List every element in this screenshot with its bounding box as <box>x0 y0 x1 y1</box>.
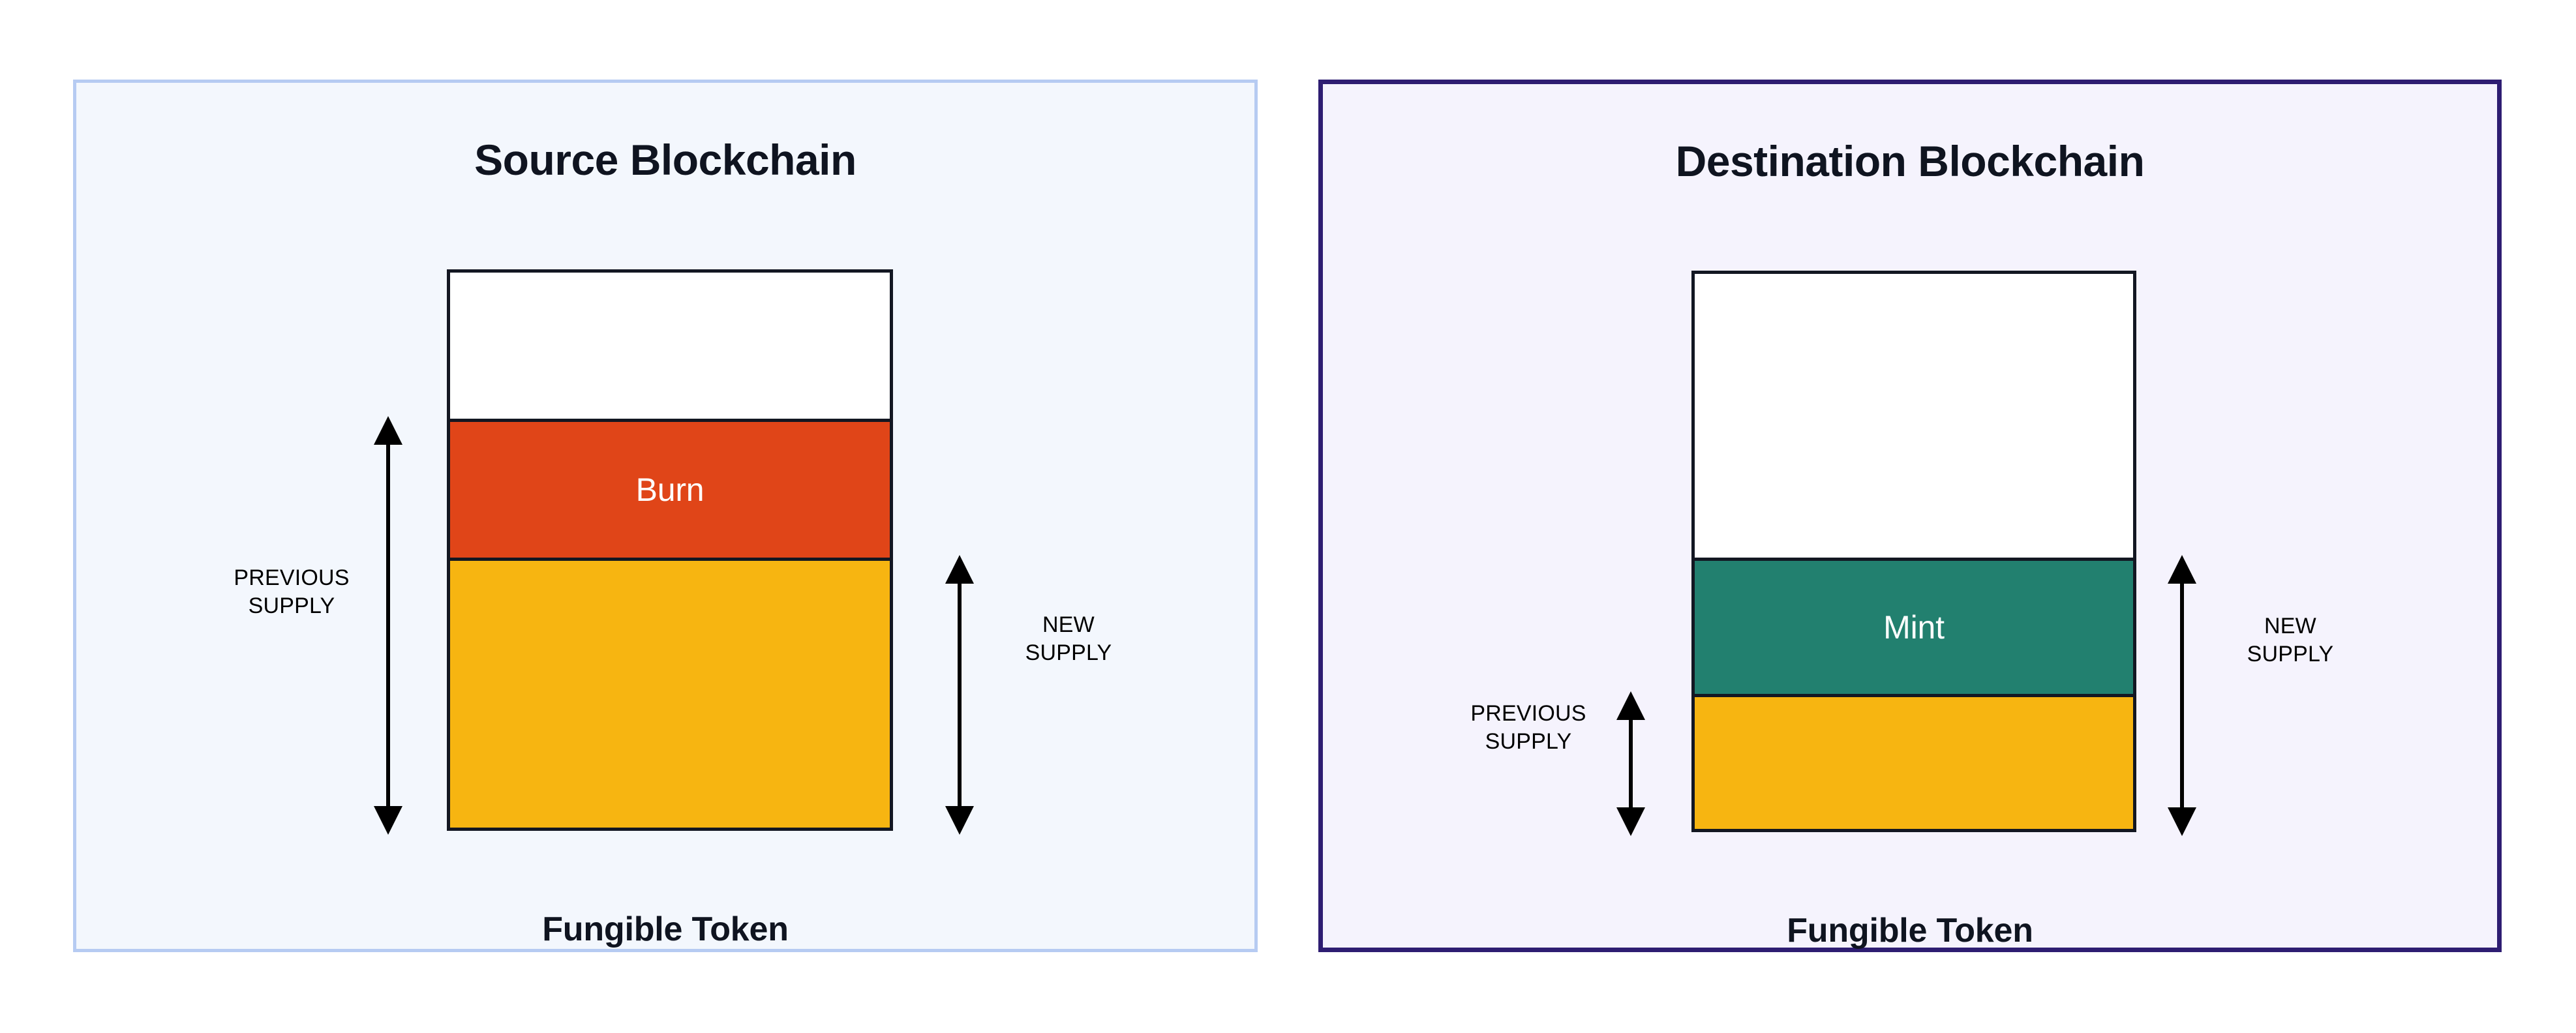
destination-new-supply-label: NEW SUPPLY <box>2247 614 2334 666</box>
source-segment-burn: Burn <box>450 419 890 561</box>
destination-previous-supply-label: PREVIOUS SUPPLY <box>1470 701 1586 754</box>
destination-mint-label: Mint <box>1883 609 1945 646</box>
source-previous-supply-label: PREVIOUS SUPPLY <box>234 565 350 618</box>
panel-destination-title: Destination Blockchain <box>1675 137 2145 185</box>
source-burn-label: Burn <box>635 472 705 508</box>
source-token-supply-bar: Burn <box>447 269 893 831</box>
source-segment-remaining-supply <box>450 561 890 828</box>
source-segment-empty-headroom <box>450 273 890 419</box>
destination-token-supply-bar: Mint <box>1691 271 2136 832</box>
destination-new-supply-arrow-icon <box>2166 554 2198 837</box>
panel-destination-blockchain: Destination Blockchain Mint PREVIOUS SUP… <box>1318 80 2502 952</box>
panel-source-footer-label: Fungible Token <box>542 910 789 948</box>
destination-previous-supply-arrow-icon <box>1614 690 1647 837</box>
panel-source-title: Source Blockchain <box>474 136 856 184</box>
panel-destination-footer-label: Fungible Token <box>1787 912 2033 950</box>
source-new-supply-arrow-icon <box>943 554 976 836</box>
source-previous-supply-arrow-icon <box>372 415 404 836</box>
destination-segment-mint: Mint <box>1695 558 2133 697</box>
panel-source-blockchain: Source Blockchain Burn PREVIOUS SUPPLY <box>73 80 1258 952</box>
destination-segment-existing-supply <box>1695 697 2133 829</box>
destination-segment-empty-headroom <box>1695 274 2133 558</box>
source-new-supply-label: NEW SUPPLY <box>1025 612 1112 665</box>
